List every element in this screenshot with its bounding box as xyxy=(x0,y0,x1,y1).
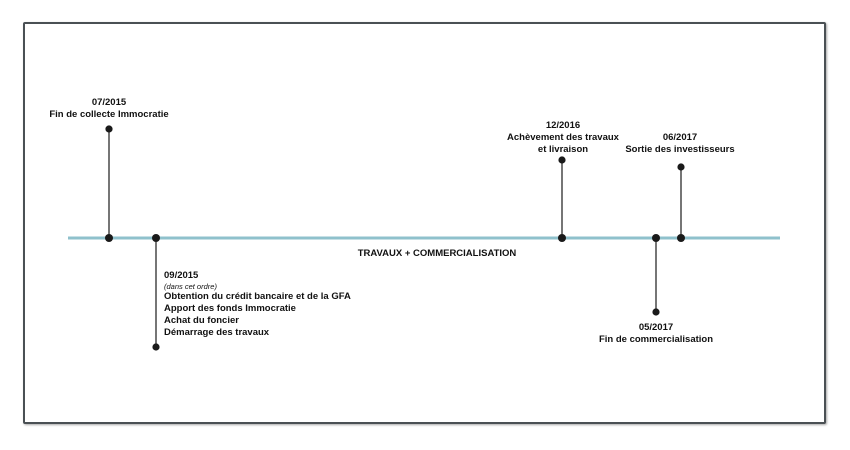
event-top-dot-06-2017 xyxy=(677,163,685,171)
event-axis-dot-06-2017 xyxy=(677,234,685,242)
event-date: 07/2015 xyxy=(91,97,127,108)
event-label-12-2016: 12/2016 Achèvement des travaux et livrai… xyxy=(507,120,619,156)
event-label-09-2015: 09/2015 (dans cet ordre) Obtention du cr… xyxy=(164,270,351,339)
event-axis-dot-05-2017 xyxy=(652,234,660,242)
event-label-07-2015: 07/2015 Fin de collecte Immocratie xyxy=(49,97,168,121)
event-label-06-2017: 06/2017 Sortie des investisseurs xyxy=(625,132,734,156)
diagram-frame xyxy=(23,22,826,424)
phase-label: TRAVAUX + COMMERCIALISATION xyxy=(357,248,517,259)
event-text: Fin de collecte Immocratie xyxy=(49,109,169,120)
event-text: Achèvement des travaux xyxy=(507,132,619,143)
event-text: Fin de commercialisation xyxy=(598,334,714,345)
event-top-dot-07-2015 xyxy=(105,125,113,133)
event-text: Obtention du crédit bancaire et de la GF… xyxy=(164,291,351,302)
event-end-dot-09-2015 xyxy=(152,343,160,351)
event-label-05-2017: 05/2017 Fin de commercialisation xyxy=(599,322,713,346)
event-top-dot-12-2016 xyxy=(558,156,566,164)
event-date: 06/2017 xyxy=(662,132,698,143)
event-axis-dot-12-2016 xyxy=(558,234,566,242)
event-text: Apport des fonds Immocratie xyxy=(164,303,296,314)
event-note: (dans cet ordre) xyxy=(164,282,217,291)
event-date: 09/2015 xyxy=(164,270,199,281)
event-text: Sortie des investisseurs xyxy=(625,144,735,155)
event-date: 05/2017 xyxy=(638,322,674,333)
event-text: Démarrage des travaux xyxy=(164,327,270,338)
event-text: Achat du foncier xyxy=(164,315,239,326)
event-axis-dot-09-2015 xyxy=(152,234,160,242)
event-text: et livraison xyxy=(537,144,589,155)
event-axis-dot-07-2015 xyxy=(105,234,113,242)
event-end-dot-05-2017 xyxy=(652,308,660,316)
event-date: 12/2016 xyxy=(545,120,581,131)
